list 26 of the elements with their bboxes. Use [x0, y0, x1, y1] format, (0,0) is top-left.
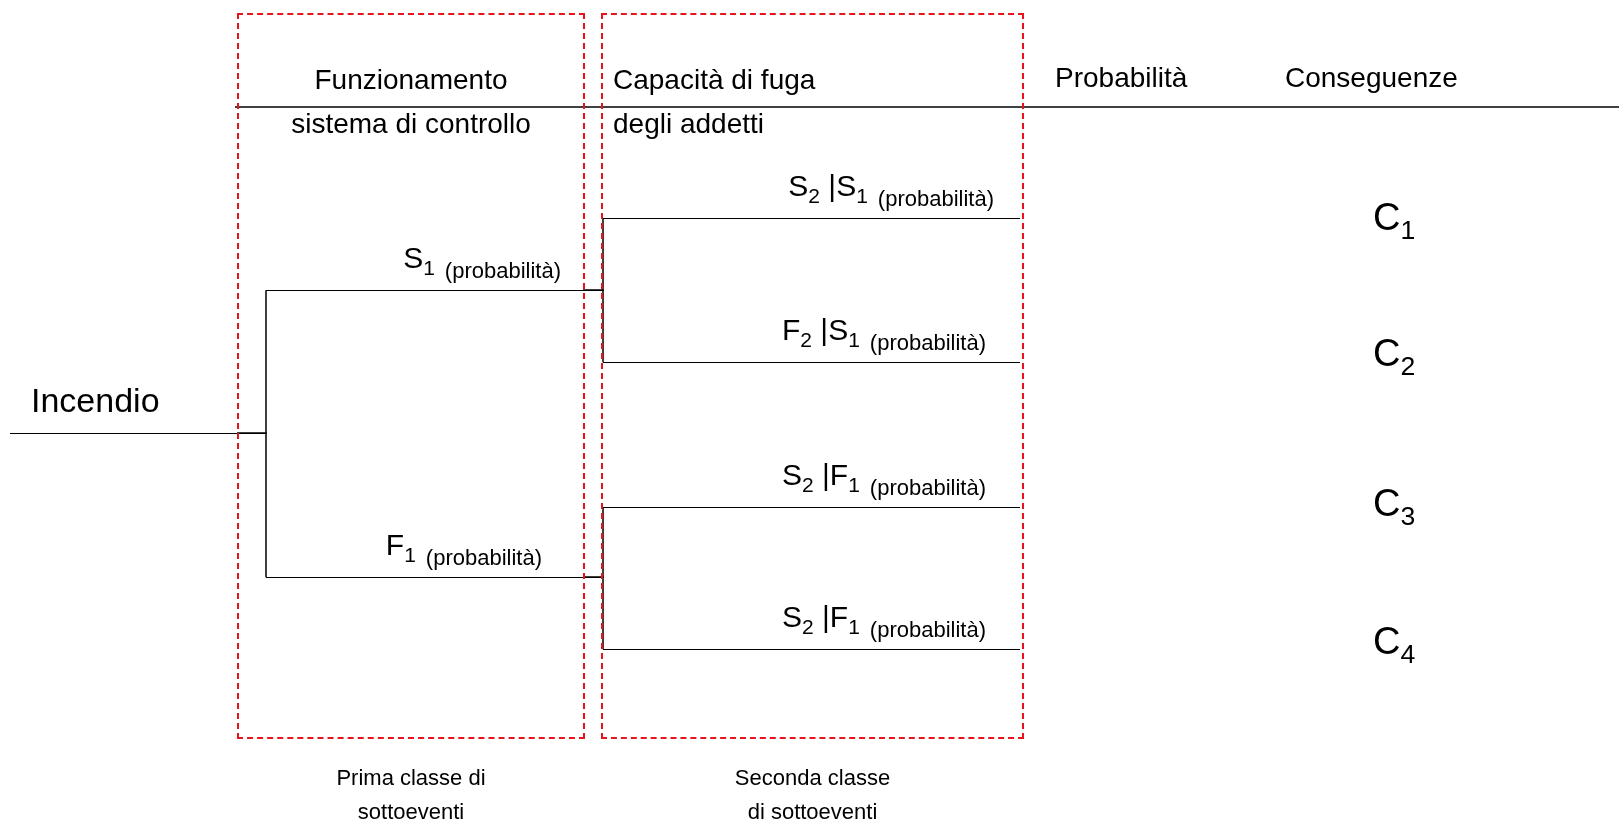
- event-outcome: S$_{2}$ |F$_{1}$: [782, 599, 860, 640]
- probability-label: (probabilità): [869, 616, 986, 644]
- column-heading: Probabilità: [1055, 62, 1188, 94]
- probability-label: (probabilità): [869, 474, 986, 502]
- event-outcome: S$_{1}$: [403, 240, 435, 281]
- consequence-label: C$_{4}$: [1373, 620, 1416, 670]
- tree-branch-connector: [582, 576, 604, 650]
- probability-label: (probabilità): [425, 544, 542, 572]
- group-caption: Prima classe di sottoeventi: [335, 764, 487, 826]
- event-outcome: S$_{2}$ |S$_{1}$: [788, 168, 868, 209]
- column-heading: Funzionamento sistema di controllo: [290, 63, 532, 141]
- tree-branch-connector: [236, 432, 267, 578]
- group-caption: Seconda classe di sottoeventi: [733, 764, 892, 826]
- consequence-label: C$_{2}$: [1373, 332, 1416, 382]
- column-heading: Capacità di fuga degli addetti: [613, 63, 817, 141]
- event-label: Incendio: [31, 381, 160, 419]
- probability-label: (probabilità): [877, 185, 994, 213]
- event-outcome: S$_{2}$ |F$_{1}$: [782, 457, 860, 498]
- event-outcome: F$_{1}$: [385, 527, 416, 568]
- tree-branch-connector: [582, 289, 604, 363]
- consequence-label: C$_{3}$: [1373, 482, 1416, 532]
- consequence-label: C$_{1}$: [1373, 196, 1416, 246]
- column-heading: Conseguenze: [1285, 62, 1458, 94]
- probability-label: (probabilità): [869, 329, 986, 357]
- probability-label: (probabilità): [444, 257, 561, 285]
- event-outcome: F$_{2}$ |S$_{1}$: [782, 312, 860, 353]
